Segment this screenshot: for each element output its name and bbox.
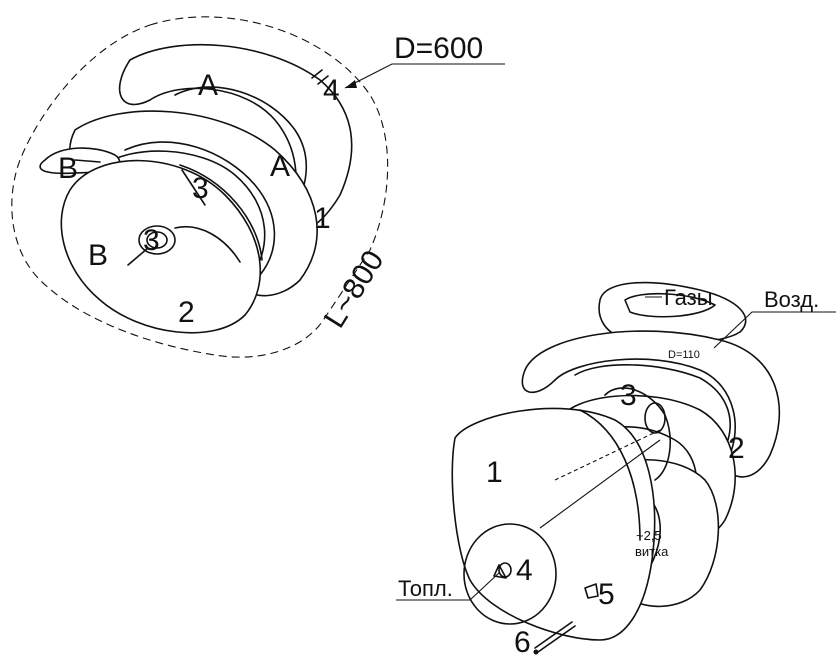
label-6-right: 6 (514, 626, 531, 659)
label-1-right: 1 (486, 456, 503, 489)
label-B-upper: B (58, 152, 78, 185)
label-1: 1 (314, 202, 331, 235)
pipe-3-end (644, 402, 666, 434)
label-B-lower: B (88, 239, 108, 272)
diameter-label: D=600 (394, 32, 483, 65)
divider-3 (181, 169, 206, 206)
center-slot (174, 226, 241, 263)
burner-body (451, 407, 656, 641)
tube-6b (534, 621, 573, 649)
air-leader (713, 311, 836, 349)
label-2-right: 2 (728, 432, 745, 465)
label-4-right: 4 (516, 554, 533, 587)
axis-line-hidden (554, 429, 661, 481)
tube-6 (537, 625, 576, 653)
turns-label-2: витка (635, 544, 669, 559)
fuel-label: Топл. (398, 576, 453, 601)
label-3-right: 3 (620, 379, 637, 412)
front-face (463, 523, 557, 625)
fuel-nozzle-tip (493, 564, 507, 579)
turns-label-1: ~2,5 (636, 528, 662, 543)
air-label: Возд. (764, 287, 819, 312)
label-3-mid: 3 (192, 172, 209, 205)
label-3-center: 3 (143, 224, 160, 257)
gases-label: Газы (664, 285, 713, 310)
stub-pipe-4 (311, 69, 329, 85)
fuel-leader (396, 571, 501, 601)
gas-outlet-opening (624, 292, 716, 318)
pipe-diameter-label: D=110 (668, 349, 700, 361)
center-hole-inner (146, 231, 168, 249)
right-burner-figure: Газы Возд. D=110 ~2,5 витка Топл. 1 2 3 … (396, 281, 836, 659)
axis-line (539, 439, 661, 529)
length-label: L~800 (318, 245, 391, 334)
nozzle-5 (584, 583, 599, 599)
dashed-envelope (11, 16, 389, 358)
label-A-mid: A (270, 150, 290, 183)
spiral-back-inner (174, 86, 308, 206)
label-2: 2 (178, 296, 195, 329)
inlet-slot-arrow (74, 159, 101, 163)
burner-body-edge (579, 409, 641, 541)
pointer-3-center (127, 247, 149, 266)
spiral-turn-1-inner (574, 364, 731, 441)
left-spiral-figure: D=600 L~800 A A B B 1 2 3 3 4 (11, 16, 505, 358)
diameter-arrowhead (345, 80, 357, 88)
tube-6-end (533, 649, 539, 655)
front-disc-rim (179, 164, 263, 261)
label-5-right: 5 (598, 578, 615, 611)
center-hole-outer (138, 225, 176, 255)
label-4: 4 (323, 74, 340, 107)
label-A-top: A (198, 69, 218, 102)
diameter-leader (344, 63, 505, 89)
spiral-middle-inner (124, 141, 276, 276)
